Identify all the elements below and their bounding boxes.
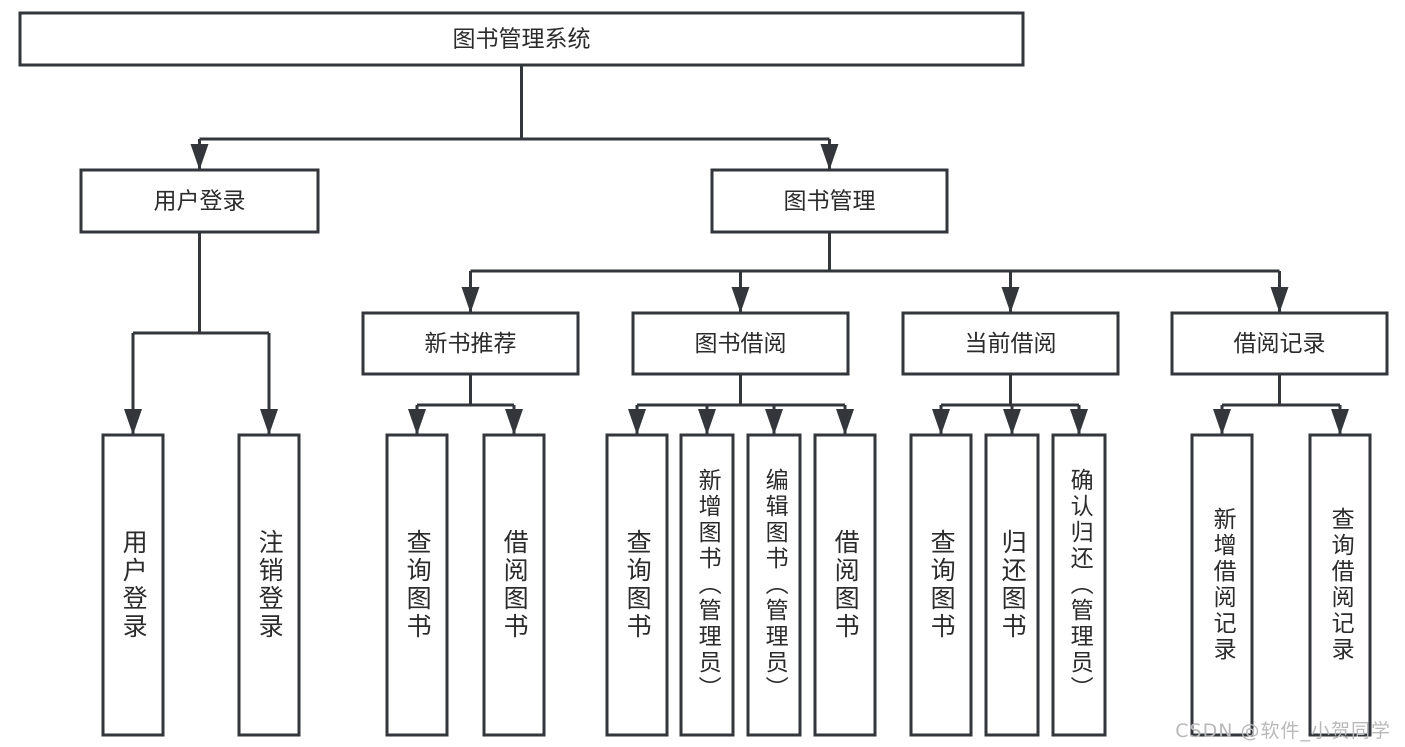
node-leaf-12[interactable]: [1308, 433, 1372, 737]
node-leaf-7[interactable]: [813, 433, 877, 737]
node-root-图书管理系统[interactable]: [18, 11, 1025, 67]
arrow-to-level3: [1001, 287, 1020, 313]
node-level2-用户登录[interactable]: [79, 168, 320, 234]
node-label-level2: 用户登录: [154, 189, 246, 215]
node-leaf-11[interactable]: [1190, 433, 1254, 737]
node-level3-图书借阅[interactable]: [631, 311, 850, 376]
arrow-to-leaf: [1331, 409, 1349, 435]
arrow-to-level3: [731, 287, 750, 313]
node-label-level3: 新书推荐: [425, 331, 517, 357]
node-leaf-5[interactable]: [679, 433, 735, 737]
arrow-to-leaf: [628, 409, 646, 435]
arrow-to-level3: [461, 287, 480, 313]
node-leaf-0[interactable]: [101, 433, 165, 737]
arrow-to-leaf: [260, 409, 278, 435]
arrow-to-level2: [820, 144, 839, 170]
node-level3-当前借阅[interactable]: [901, 311, 1120, 376]
node-leaf-6[interactable]: [746, 433, 802, 737]
node-label-level3: 借阅记录: [1234, 331, 1326, 357]
node-label-level3: 当前借阅: [965, 331, 1057, 357]
node-leaf-3[interactable]: [482, 433, 546, 737]
arrow-to-leaf: [765, 409, 783, 435]
arrow-to-leaf: [1213, 409, 1231, 435]
node-leaf-9[interactable]: [984, 433, 1040, 737]
box-layer: [18, 11, 1389, 737]
node-leaf-10[interactable]: [1051, 433, 1107, 737]
node-label-level2: 图书管理: [784, 189, 876, 215]
node-level2-图书管理[interactable]: [710, 168, 949, 234]
node-label-level3: 图书借阅: [695, 331, 787, 357]
watermark-text: CSDN @软件_小贺同学: [1175, 720, 1391, 742]
arrow-to-level3: [1270, 287, 1289, 313]
node-level3-新书推荐[interactable]: [361, 311, 580, 376]
arrow-to-leaf: [698, 409, 716, 435]
arrow-to-leaf: [124, 409, 142, 435]
node-level3-借阅记录[interactable]: [1170, 311, 1389, 376]
arrow-to-leaf: [836, 409, 854, 435]
arrow-to-leaf: [408, 409, 426, 435]
arrow-to-leaf: [1003, 409, 1021, 435]
node-label-root: 图书管理系统: [453, 27, 591, 53]
arrow-to-leaf: [1070, 409, 1088, 435]
node-leaf-4[interactable]: [605, 433, 669, 737]
arrow-to-level2: [190, 144, 209, 170]
node-leaf-2[interactable]: [385, 433, 449, 737]
node-leaf-1[interactable]: [237, 433, 301, 737]
arrow-to-leaf: [505, 409, 523, 435]
connector-layer: [124, 65, 1349, 435]
node-leaf-8[interactable]: [909, 433, 973, 737]
arrow-to-leaf: [932, 409, 950, 435]
